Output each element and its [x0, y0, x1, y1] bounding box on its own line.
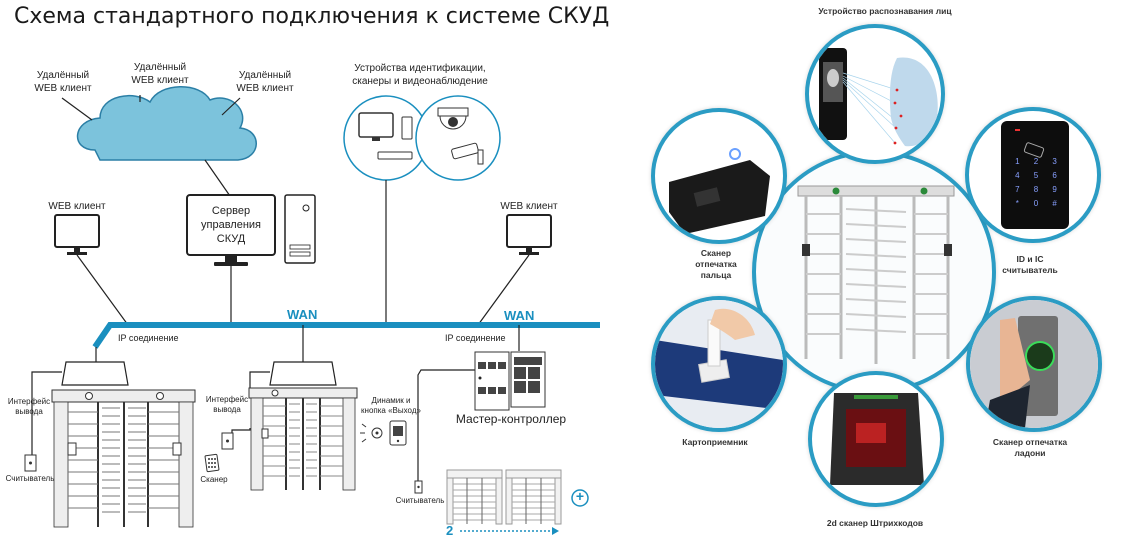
keypad-key: 0: [1033, 199, 1039, 208]
exit-button-icon: [389, 420, 407, 446]
fingerprint-scanner-photo: [651, 108, 787, 244]
palm-scanner-photo: [966, 296, 1102, 432]
wan-label: WAN: [287, 307, 318, 322]
wan-label: WAN: [504, 308, 535, 323]
keypad-key: 2: [1033, 157, 1039, 166]
web-client-monitor-right: [506, 214, 552, 255]
connector-line: [249, 371, 270, 388]
scanner-label: Сканер: [200, 475, 228, 484]
reader-label: Считыватель: [5, 474, 55, 483]
connector-line: [477, 254, 530, 326]
network-diagram: [24, 86, 600, 535]
identification-devices-label: Устройства идентификации,сканеры и видео…: [352, 63, 488, 87]
turnstile-count-label: 2: [446, 523, 454, 538]
keypad-key: 6: [1052, 171, 1057, 180]
reader-icon: [221, 432, 234, 450]
connector-line: [31, 371, 62, 455]
master-controller-icon: [474, 351, 546, 411]
connector-line: [76, 254, 129, 326]
barcode-scanner-photo: [808, 371, 944, 507]
ip-connection-label: IP соединение: [445, 333, 506, 343]
keypad-key: #: [1052, 199, 1057, 208]
turnstile-1-icon: [51, 389, 196, 528]
turnstile-group-icon: [446, 469, 562, 525]
keypad-key: 9: [1052, 185, 1057, 194]
diagram-title: Схема стандартного подключения к системе…: [14, 4, 610, 29]
id-ic-reader-photo: [965, 107, 1101, 243]
barcode-scanner-label: 2d сканер Штрихкодов: [826, 518, 924, 528]
controller-box-2: [269, 361, 337, 386]
master-controller-label: Мастер-контроллер: [455, 412, 567, 426]
ip-connection-label: IP соединение: [118, 333, 179, 343]
server-monitor-icon: [186, 194, 276, 266]
turnstile-2-icon: [248, 387, 358, 491]
add-symbol: +: [575, 488, 585, 504]
face-recognition-label: Устройство распознавания лиц: [818, 6, 952, 16]
keypad-key: 7: [1015, 185, 1020, 194]
face-recognition-photo: [805, 24, 945, 164]
web-client-label-right: WEB клиент: [500, 201, 558, 212]
speaker-icon: [360, 423, 383, 443]
connector-line: [204, 159, 231, 197]
turnstile-photo: [752, 150, 996, 394]
keypad-key: 1: [1015, 157, 1020, 166]
card-receiver-photo: [651, 296, 787, 432]
wan-bus-line: [92, 322, 600, 349]
reader-icon: [24, 454, 37, 472]
connector-line: [61, 97, 93, 121]
connector-line: [221, 97, 241, 116]
connector-line: [231, 428, 251, 433]
scanner-keypad-icon: [204, 453, 220, 473]
card-receiver-label: Картоприемник: [682, 437, 748, 447]
keypad-key: 4: [1015, 171, 1020, 180]
reader-label: Считыватель: [395, 496, 445, 505]
id-ic-keypad: 1 2 3 4 5 6 7 8 9 * 0 #: [1008, 157, 1064, 208]
reader-icon: [414, 480, 423, 494]
identification-devices-icon: [343, 95, 501, 181]
web-client-label-left: WEB клиент: [48, 201, 106, 212]
keypad-key: *: [1015, 199, 1019, 208]
cloud-icon: [76, 86, 257, 161]
add-circle-icon: [571, 489, 589, 507]
controller-box-1: [61, 361, 129, 386]
arrow-right-icon: [552, 527, 559, 535]
pc-tower-icon: [284, 194, 316, 264]
keypad-key: 3: [1052, 157, 1057, 166]
keypad-key: 5: [1033, 171, 1039, 180]
keypad-key: 8: [1033, 185, 1039, 194]
web-client-monitor-left: [54, 214, 100, 255]
connector-line: [417, 369, 475, 487]
